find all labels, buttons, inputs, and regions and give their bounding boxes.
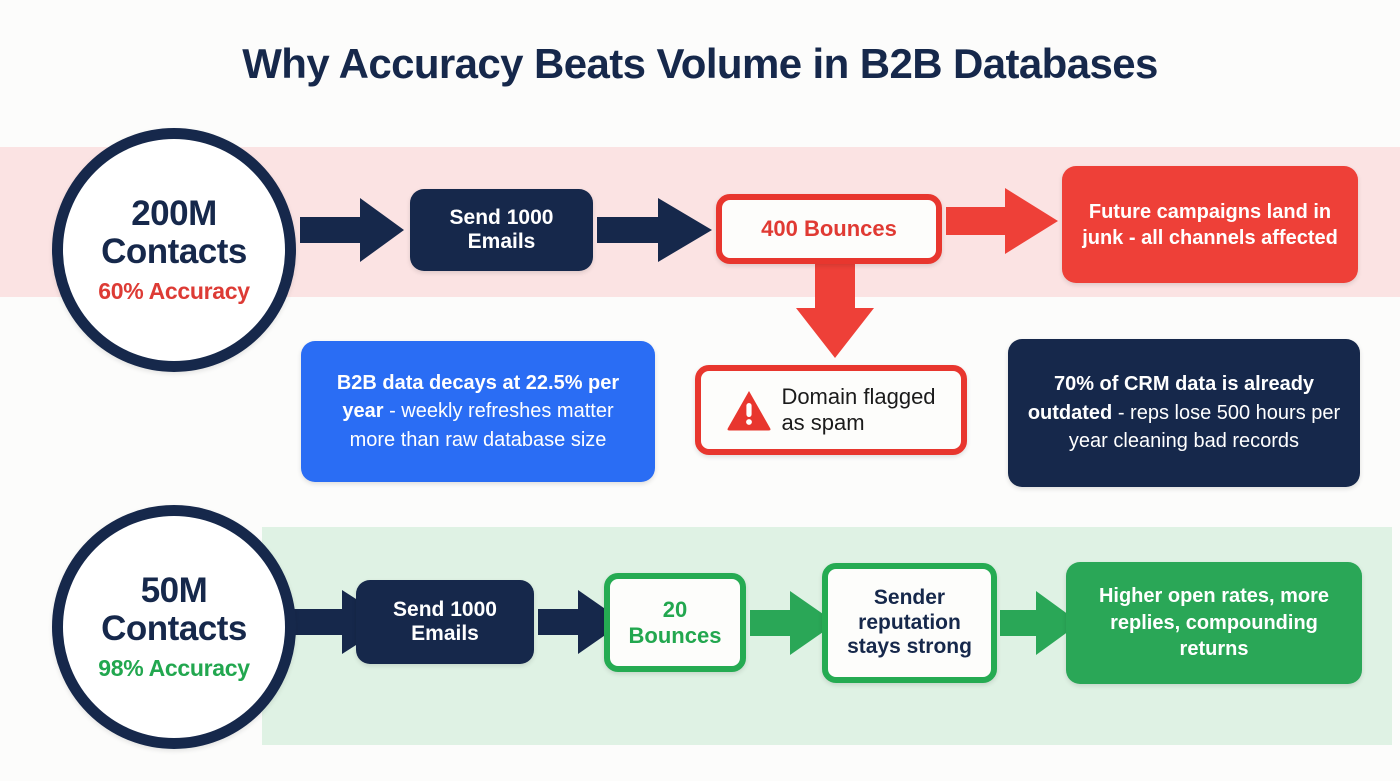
bad-flow-circle: 200M Contacts 60% Accuracy — [52, 128, 296, 372]
good-circle-accuracy: 98% Accuracy — [98, 654, 250, 681]
domain-flagged-line-2: as spam — [781, 410, 865, 435]
good-send-line-1: Send 1000 — [393, 597, 497, 621]
good-send-emails-box: Send 1000 Emails — [356, 580, 534, 664]
warning-triangle-icon — [727, 391, 771, 431]
bad-circle-unit: Contacts — [101, 232, 247, 272]
good-bounces-box: 20 Bounces — [604, 573, 746, 672]
bad-send-emails-box: Send 1000 Emails — [410, 189, 593, 271]
bad-bounces-label: 400 Bounces — [761, 216, 897, 242]
crm-outdated-fact-text: 70% of CRM data is already outdated - re… — [1024, 370, 1344, 455]
bad-circle-accuracy: 60% Accuracy — [98, 277, 250, 304]
sender-reputation-box: Sender reputation stays strong — [822, 563, 997, 683]
bad-send-line-1: Send 1000 — [449, 205, 554, 229]
crm-outdated-fact-box: 70% of CRM data is already outdated - re… — [1008, 339, 1360, 487]
bad-outcome-box: Future campaigns land in junk - all chan… — [1062, 166, 1358, 283]
domain-flagged-box: Domain flagged as spam — [695, 365, 967, 455]
data-decay-fact-bold: B2B data decays at 22.5% per year — [336, 371, 620, 423]
good-send-line-2: Emails — [411, 622, 479, 645]
good-circle-unit: Contacts — [101, 609, 247, 649]
sender-reputation-label: Sender reputation stays strong — [847, 586, 972, 659]
domain-flagged-text: Domain flagged as spam — [781, 384, 935, 436]
crm-outdated-fact-rest: - reps lose 500 hours per year cleaning … — [1068, 401, 1341, 453]
good-outcome-label: Higher open rates, more replies, compoun… — [1098, 585, 1330, 661]
bad-bounces-box: 400 Bounces — [716, 194, 942, 264]
data-decay-fact-box: B2B data decays at 22.5% per year - week… — [301, 341, 655, 482]
bad-outcome-label: Future campaigns land in junk - all chan… — [1082, 200, 1338, 249]
bad-circle-amount: 200M — [131, 194, 217, 234]
page-title: Why Accuracy Beats Volume in B2B Databas… — [242, 40, 1158, 87]
good-flow-circle: 50M Contacts 98% Accuracy — [52, 505, 296, 749]
good-bounces-line-2: Bounces — [628, 622, 722, 648]
domain-flagged-line-1: Domain flagged — [781, 384, 936, 410]
crm-outdated-fact-bold: 70% of CRM data is already outdated — [1027, 373, 1315, 424]
data-decay-fact-text: B2B data decays at 22.5% per year - week… — [317, 369, 639, 454]
good-bounces-line-1: 20 — [662, 596, 688, 622]
good-outcome-box: Higher open rates, more replies, compoun… — [1066, 562, 1362, 684]
data-decay-fact-rest: - weekly refreshes matter more than raw … — [349, 400, 614, 451]
bad-send-line-2: Emails — [467, 230, 536, 253]
good-circle-amount: 50M — [140, 571, 208, 611]
